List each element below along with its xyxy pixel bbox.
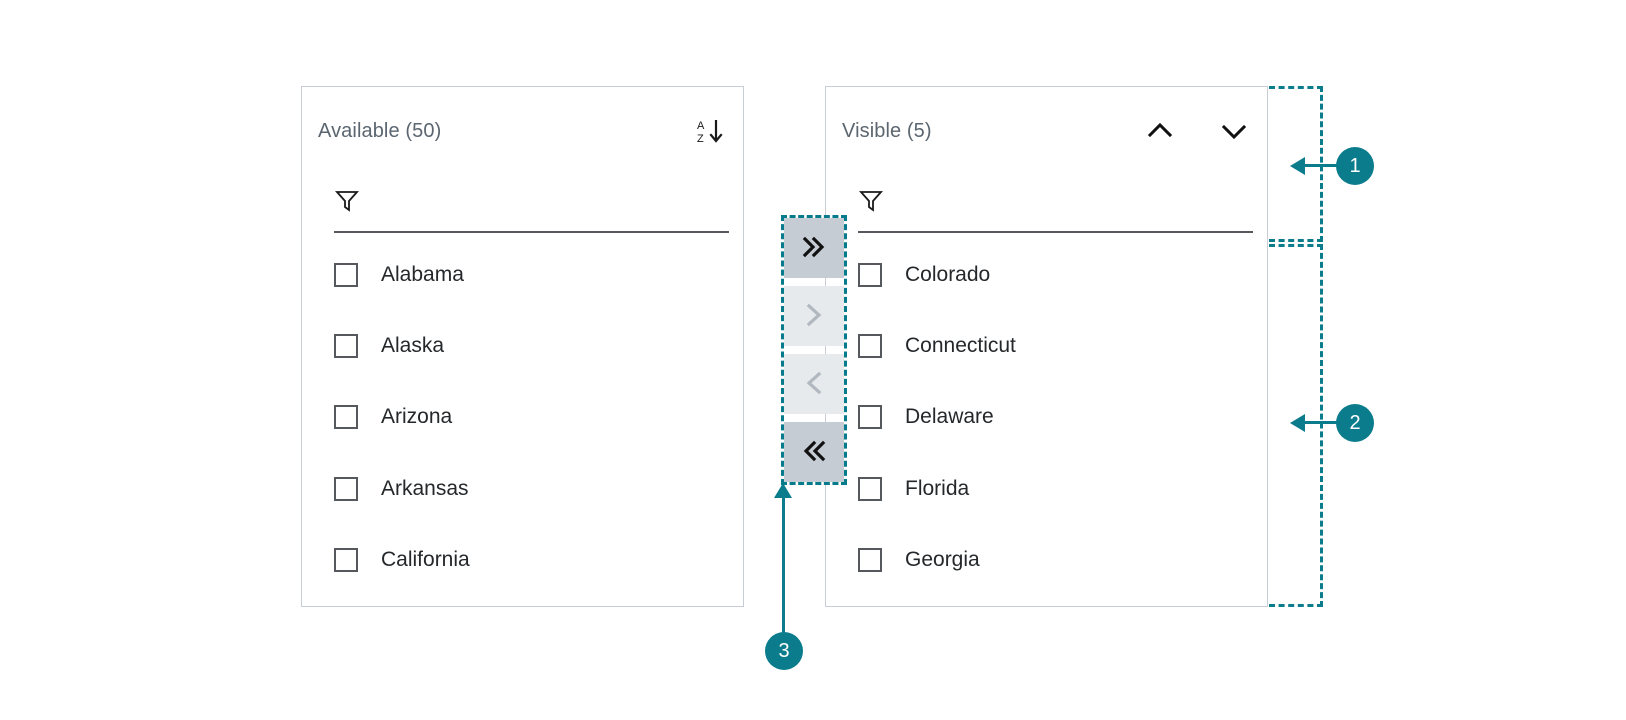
annotation-arrow-2 xyxy=(1290,414,1305,432)
available-option-list: Alabama Alaska Arizona Arkansas Californ… xyxy=(302,239,743,596)
list-item-label: Arizona xyxy=(381,405,453,429)
annotation-badge-3: 3 xyxy=(765,632,803,670)
list-item-label: Alaska xyxy=(381,334,445,358)
list-item-label: Florida xyxy=(905,476,970,500)
list-item-label: Alabama xyxy=(381,262,464,286)
checkbox[interactable] xyxy=(334,405,358,430)
svg-text:Z: Z xyxy=(697,133,704,145)
list-item[interactable]: Florida xyxy=(826,453,1267,524)
list-item[interactable]: California xyxy=(302,525,743,596)
list-item-label: Arkansas xyxy=(381,476,469,500)
annotation-arrow-3 xyxy=(774,483,792,498)
list-item[interactable]: Connecticut xyxy=(826,310,1267,381)
available-header-actions: A Z xyxy=(693,114,727,148)
checkbox[interactable] xyxy=(858,405,882,430)
visible-filter-row xyxy=(842,175,1253,237)
chevron-right-icon xyxy=(799,300,829,333)
available-filter-input[interactable] xyxy=(334,175,729,233)
double-chevron-left-icon xyxy=(799,436,829,469)
list-item-label: Delaware xyxy=(905,405,994,429)
checkbox[interactable] xyxy=(858,334,882,359)
list-item-label: Georgia xyxy=(905,548,980,572)
checkbox[interactable] xyxy=(334,476,358,501)
visible-header-actions xyxy=(1143,114,1251,148)
list-item[interactable]: Arizona xyxy=(302,382,743,453)
move-right-button xyxy=(784,286,844,346)
list-item[interactable]: Alabama xyxy=(302,239,743,310)
checkbox[interactable] xyxy=(858,548,882,573)
visible-panel-title: Visible (5) xyxy=(842,119,932,142)
available-panel-header: Available (50) A Z xyxy=(302,87,743,175)
available-panel-title: Available (50) xyxy=(318,119,442,142)
visible-filter-input[interactable] xyxy=(858,175,1253,233)
transfer-buttons-group xyxy=(781,215,847,485)
checkbox[interactable] xyxy=(858,262,882,287)
list-item[interactable]: Georgia xyxy=(826,525,1267,596)
checkbox[interactable] xyxy=(858,476,882,501)
available-filter-row xyxy=(318,175,729,237)
list-item[interactable]: Colorado xyxy=(826,239,1267,310)
annotation-badge-1: 1 xyxy=(1336,147,1374,185)
checkbox[interactable] xyxy=(334,262,358,287)
available-panel: Available (50) A Z Alabama xyxy=(301,86,744,607)
annotation-badge-2: 2 xyxy=(1336,404,1374,442)
visible-panel-header: Visible (5) xyxy=(826,87,1267,175)
list-item[interactable]: Arkansas xyxy=(302,453,743,524)
list-item-label: Colorado xyxy=(905,262,991,286)
annotation-leader-2 xyxy=(1300,421,1338,424)
svg-text:A: A xyxy=(697,120,705,132)
list-item-label: California xyxy=(381,548,470,572)
chevron-up-icon[interactable] xyxy=(1143,114,1177,148)
annotation-region-1 xyxy=(1269,86,1323,242)
chevron-left-icon xyxy=(799,368,829,401)
annotation-leader-3 xyxy=(782,495,785,635)
move-all-left-button[interactable] xyxy=(784,422,844,482)
annotation-arrow-1 xyxy=(1290,157,1305,175)
checkbox[interactable] xyxy=(334,548,358,573)
visible-panel: Visible (5) Colorado xyxy=(825,86,1268,607)
move-all-right-button[interactable] xyxy=(784,218,844,278)
chevron-down-icon[interactable] xyxy=(1217,114,1251,148)
list-item[interactable]: Delaware xyxy=(826,382,1267,453)
list-item-label: Connecticut xyxy=(905,334,1016,358)
visible-option-list: Colorado Connecticut Delaware Florida Ge… xyxy=(826,239,1267,596)
sort-az-descending-icon[interactable]: A Z xyxy=(693,114,727,148)
move-left-button xyxy=(784,354,844,414)
annotation-leader-1 xyxy=(1300,164,1338,167)
annotation-region-2 xyxy=(1269,244,1323,607)
list-item[interactable]: Alaska xyxy=(302,310,743,381)
checkbox[interactable] xyxy=(334,334,358,359)
double-chevron-right-icon xyxy=(799,232,829,265)
